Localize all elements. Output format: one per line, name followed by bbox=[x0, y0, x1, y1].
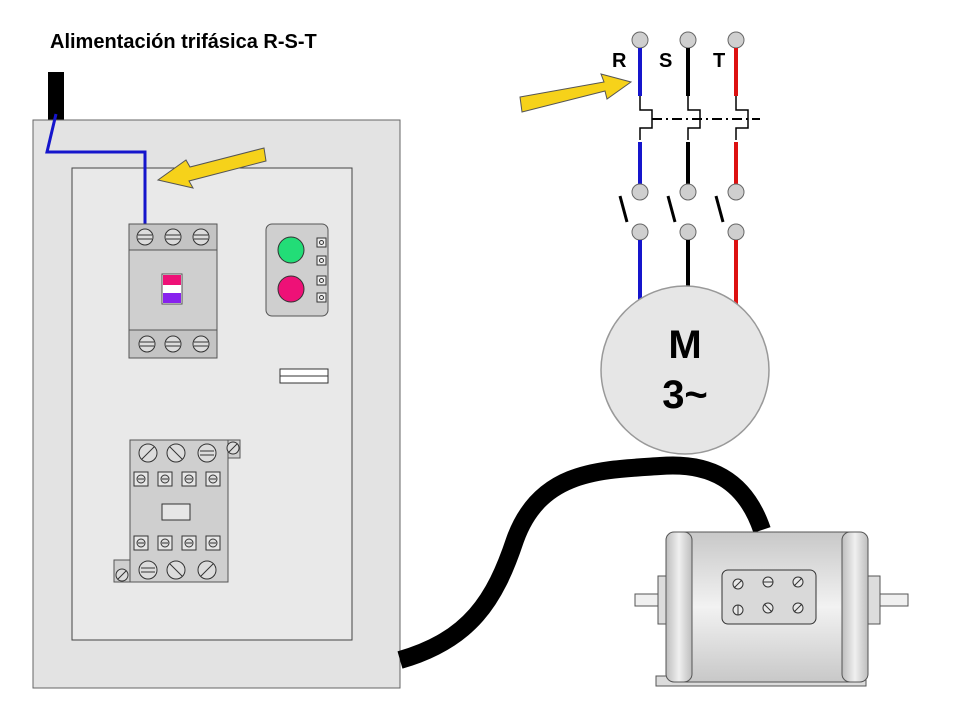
indicator-arrow-panel bbox=[156, 147, 267, 189]
contactor-top-terminals bbox=[138, 441, 240, 463]
phase-label-t: T bbox=[713, 50, 725, 72]
motor-cable bbox=[397, 456, 771, 669]
contactor-aux-terminals-top bbox=[133, 471, 221, 487]
contactor-aux-terminals-bottom bbox=[133, 535, 221, 551]
breaker-bottom-terminals bbox=[138, 335, 210, 353]
motor-symbol bbox=[600, 285, 770, 455]
diagram-title: Alimentación trifásica R-S-T bbox=[50, 31, 317, 53]
phase-label-s: S bbox=[659, 50, 672, 72]
breaker-toggle bbox=[161, 273, 183, 305]
motor-terminal-box bbox=[721, 569, 817, 625]
phase-label-r: R bbox=[612, 50, 627, 72]
blue-feed-wire bbox=[45, 113, 147, 232]
three-phase-motor bbox=[634, 531, 909, 687]
supply-cable-entry bbox=[48, 72, 64, 120]
supply-terminals bbox=[631, 31, 745, 49]
indicator-arrow-schematic bbox=[519, 73, 633, 113]
contactor bbox=[113, 439, 241, 583]
breaker-top-terminals bbox=[136, 228, 210, 246]
circuit-breaker bbox=[128, 223, 218, 359]
start-button bbox=[277, 236, 305, 264]
stop-button bbox=[277, 275, 305, 303]
motor-symbol-phase: 3~ bbox=[662, 373, 708, 417]
contactor-label-window bbox=[161, 503, 191, 521]
motor-symbol-letter: M bbox=[668, 323, 701, 367]
breaker-symbol bbox=[639, 96, 760, 140]
pushbutton-station bbox=[265, 223, 329, 317]
contactor-symbol bbox=[618, 183, 745, 241]
contactor-bottom-terminals bbox=[115, 560, 217, 582]
pushbutton-terminals bbox=[316, 237, 327, 303]
